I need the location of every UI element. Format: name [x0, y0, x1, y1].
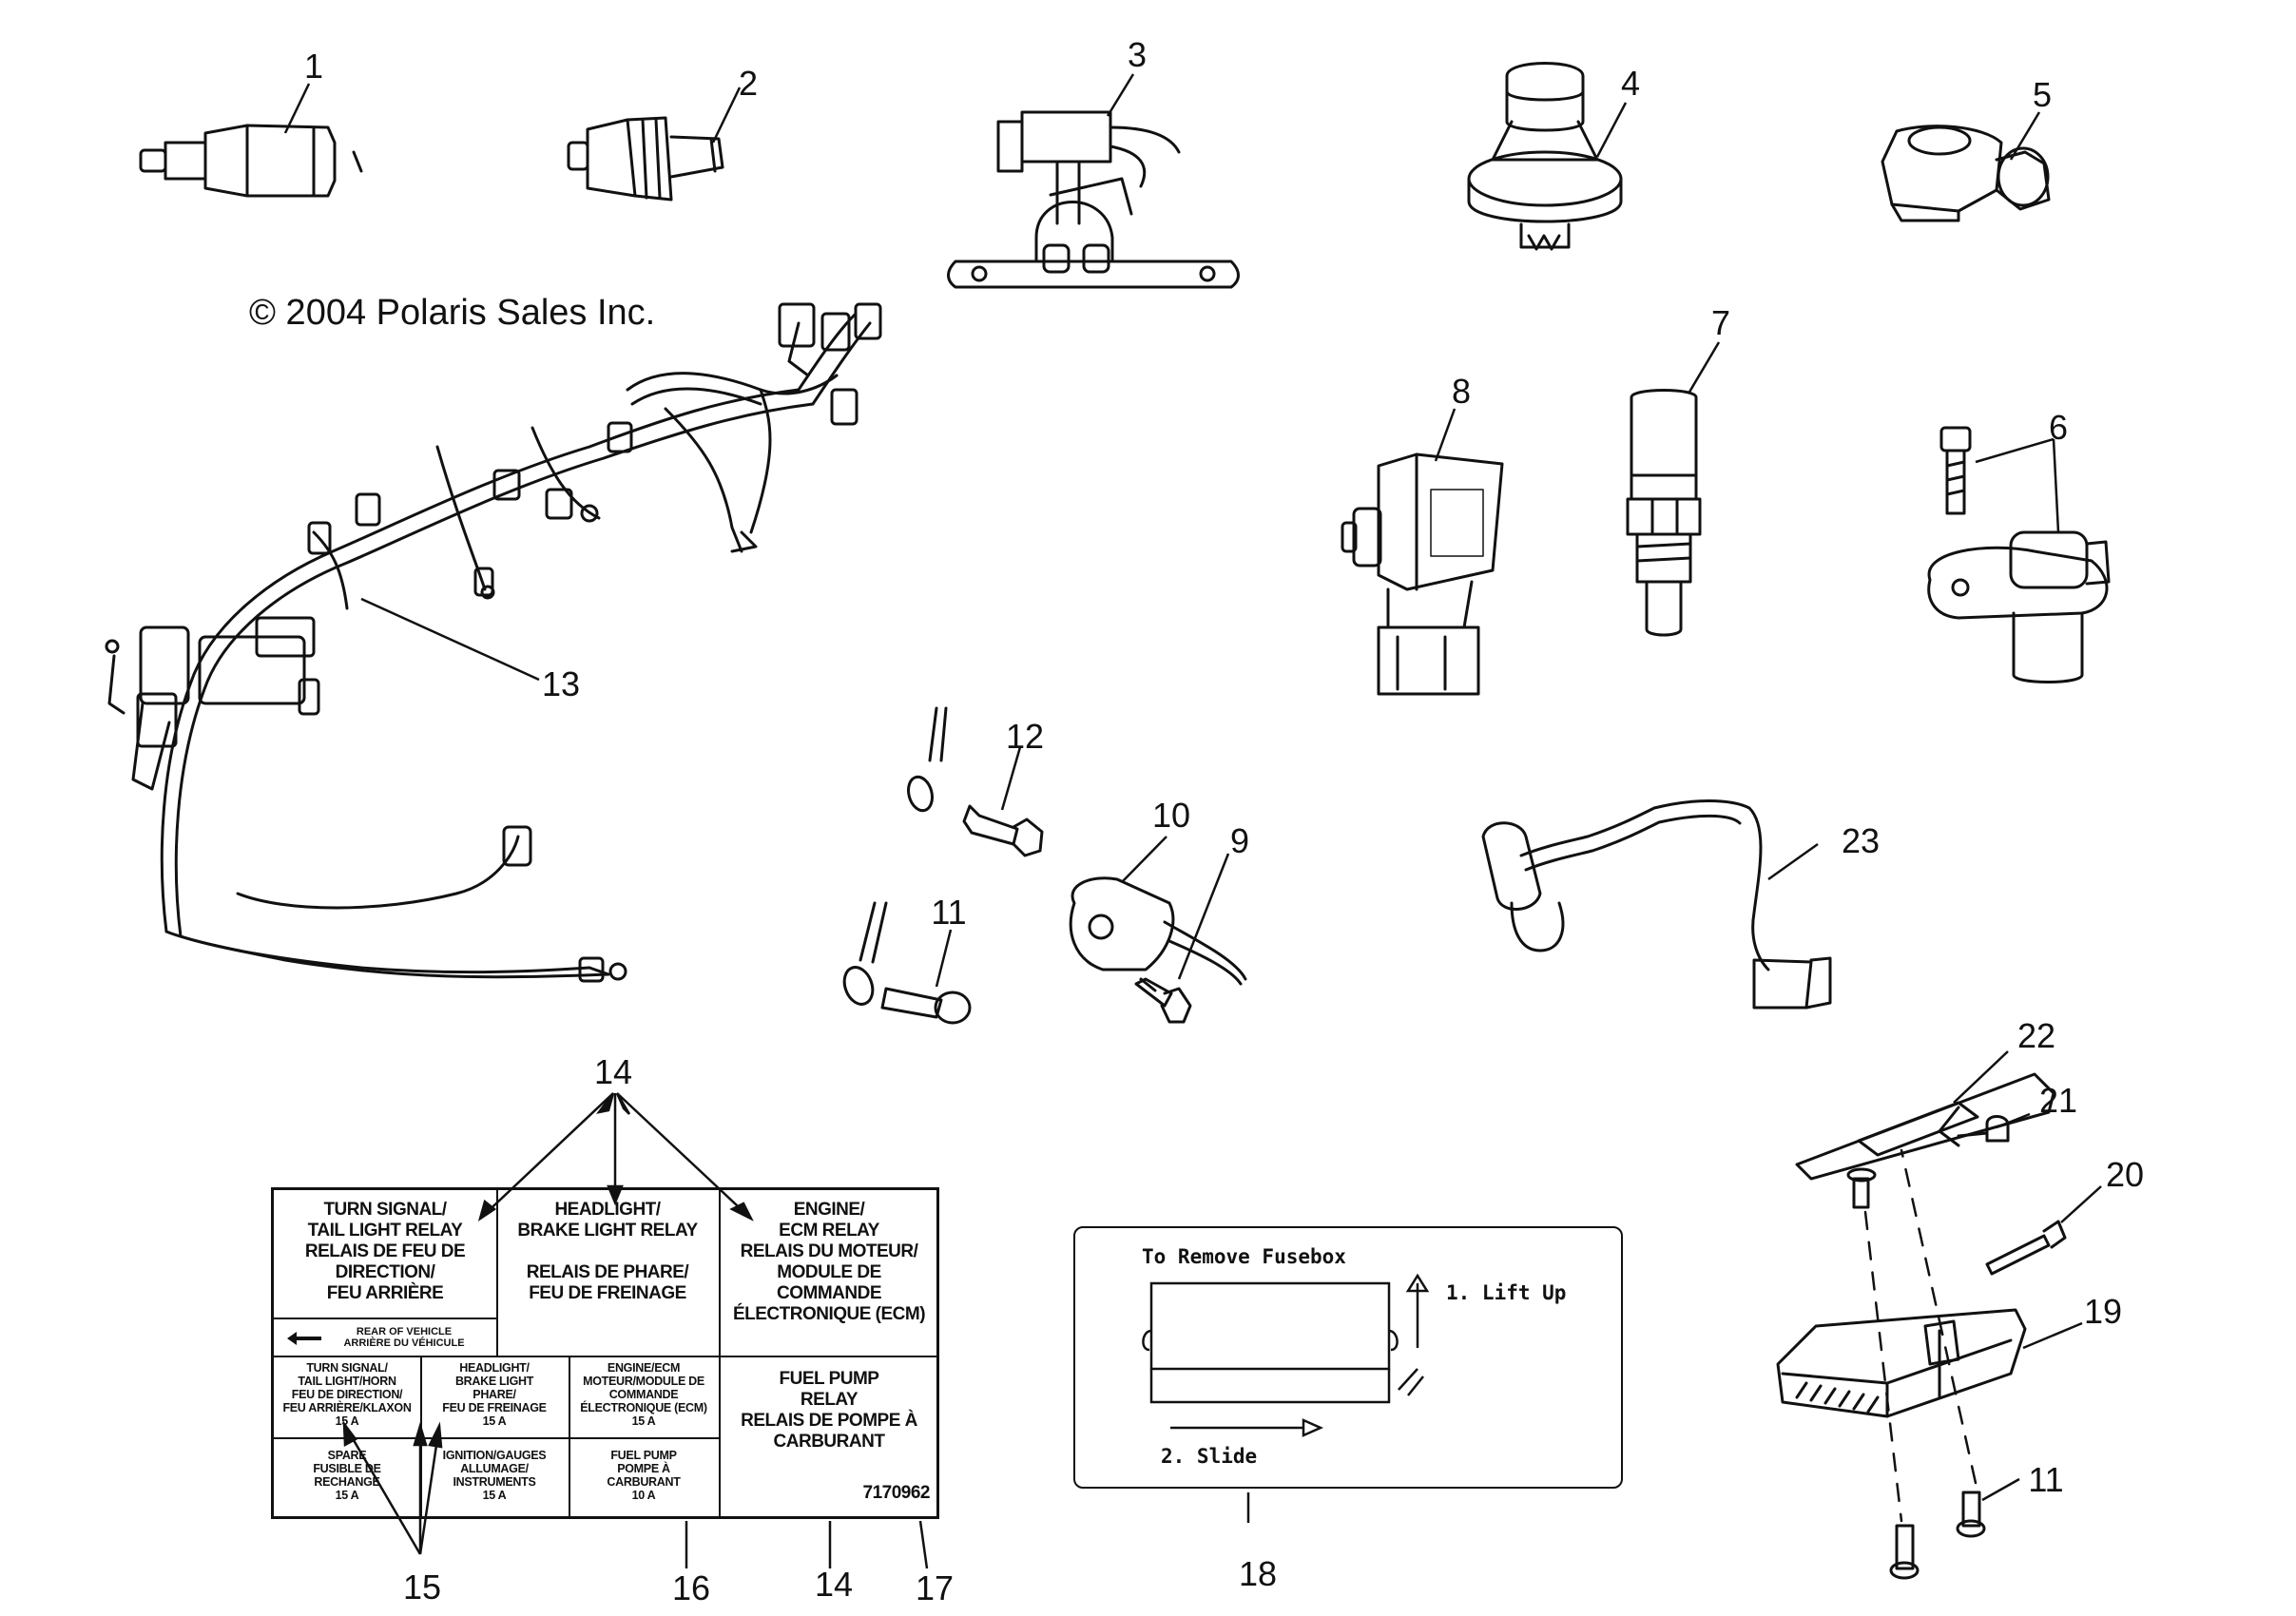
part-6-speed-sensor [1927, 426, 2111, 683]
part-13-wiring-harness [105, 302, 882, 983]
callout-17: 17 [915, 1568, 955, 1607]
callout-3: 3 [1127, 35, 1148, 74]
callout-18: 18 [1238, 1554, 1278, 1593]
callout-20: 20 [2105, 1155, 2145, 1194]
part-3-starter-solenoid [947, 110, 1240, 289]
callout-10: 10 [1151, 796, 1191, 835]
rear-arrow-icon [287, 1332, 321, 1345]
callout-14-top: 14 [593, 1052, 633, 1091]
decal-fuse-turn-signal: TURN SIGNAL/ TAIL LIGHT/HORN FEU DE DIRE… [282, 1361, 412, 1428]
decal-engine-ecm-relay: ENGINE/ ECM RELAY RELAIS DU MOTEUR/ MODU… [732, 1200, 926, 1324]
callout-8: 8 [1451, 372, 1472, 411]
callout-16: 16 [671, 1568, 711, 1607]
callout-14-arrows [477, 1092, 754, 1222]
callout-6: 6 [2048, 408, 2069, 447]
copyright-notice: © 2004 Polaris Sales Inc. [249, 293, 656, 333]
part-7-temperature-sensor [1626, 389, 1702, 637]
callout-5: 5 [2032, 75, 2053, 114]
callout-13: 13 [541, 664, 581, 703]
callout-11-lower: 11 [2028, 1460, 2064, 1499]
callout-23: 23 [1841, 821, 1881, 860]
part-11-screw-ring [842, 901, 972, 1025]
decal-fuel-pump-relay: FUEL PUMP RELAY RELAIS DE POMPE À CARBUR… [741, 1369, 917, 1452]
decal-fuse-spare: SPARE FUSIBLE DE RECHANGE 15 A [313, 1449, 381, 1502]
part-10-crank-sensor [1069, 876, 1247, 992]
callout-12: 12 [1005, 717, 1045, 756]
decal-fuse-ignition: IGNITION/GAUGES ALLUMAGE/ INSTRUMENTS 15… [442, 1449, 547, 1502]
part-19-fusebox [1776, 1308, 2027, 1418]
fusebox-instruction-card: To Remove Fusebox 1. Lift Up 2. Slide [1073, 1226, 1623, 1489]
card-step-slide: 2. Slide [1161, 1445, 1258, 1468]
card-title: To Remove Fusebox [1142, 1245, 1346, 1268]
callout-1: 1 [303, 47, 324, 86]
decal-fuse-engine-ecm: ENGINE/ECM MOTEUR/MODULE DE COMMANDE ÉLE… [580, 1361, 707, 1428]
fuse-relay-decal: TURN SIGNAL/ TAIL LIGHT RELAY RELAIS DE … [271, 1187, 939, 1519]
callout-11: 11 [931, 893, 967, 932]
part-1-pressure-switch [139, 124, 363, 198]
assembly-dash-lines [1863, 1148, 1978, 1523]
callout-14-bottom: 14 [814, 1565, 854, 1604]
callout-7: 7 [1710, 303, 1731, 342]
part-12-ground-screw [907, 706, 1044, 857]
part-5-throttle-position-sensor [1881, 125, 2051, 222]
part-11-fusebox-screws [1889, 1491, 1986, 1580]
callout-2: 2 [738, 64, 759, 103]
decal-fuse-headlight: HEADLIGHT/ BRAKE LIGHT PHARE/ FEU DE FRE… [442, 1361, 547, 1428]
card-step-lift-up: 1. Lift Up [1446, 1281, 1567, 1304]
decal-part-number: 7170962 [862, 1483, 931, 1503]
decal-rear-of-vehicle: REAR OF VEHICLE ARRIÈRE DU VÉHICULE [343, 1326, 465, 1349]
decal-headlight-relay: HEADLIGHT/ BRAKE LIGHT RELAY RELAIS DE P… [517, 1200, 698, 1303]
decal-fuse-fuel-pump: FUEL PUMP POMPE À CARBURANT 10 A [607, 1449, 681, 1502]
leader-lines [283, 73, 2102, 1569]
callout-9: 9 [1229, 821, 1250, 860]
part-22-fusebox-bracket [1795, 1072, 2055, 1181]
part-9-bolt [1134, 977, 1192, 1024]
callout-15-arrows [342, 1420, 443, 1555]
part-21-screw [1957, 1115, 2010, 1143]
part-23-sender-harness [1481, 799, 1832, 1010]
callout-4: 4 [1620, 64, 1641, 103]
part-2-oil-pressure-switch [567, 116, 724, 202]
decal-turn-signal-relay: TURN SIGNAL/ TAIL LIGHT RELAY RELAIS DE … [304, 1200, 466, 1303]
callout-15: 15 [402, 1568, 442, 1606]
callout-19: 19 [2083, 1292, 2123, 1331]
part-4-vent-valve [1467, 62, 1623, 251]
part-20-push-rivet [1985, 1220, 2067, 1276]
part-8-map-sensor [1341, 452, 1504, 696]
callout-22: 22 [2016, 1016, 2056, 1055]
callout-21: 21 [2038, 1081, 2078, 1120]
fusebox-outline-diagram [1142, 1274, 1430, 1437]
part-21b-screw [1846, 1167, 1877, 1209]
